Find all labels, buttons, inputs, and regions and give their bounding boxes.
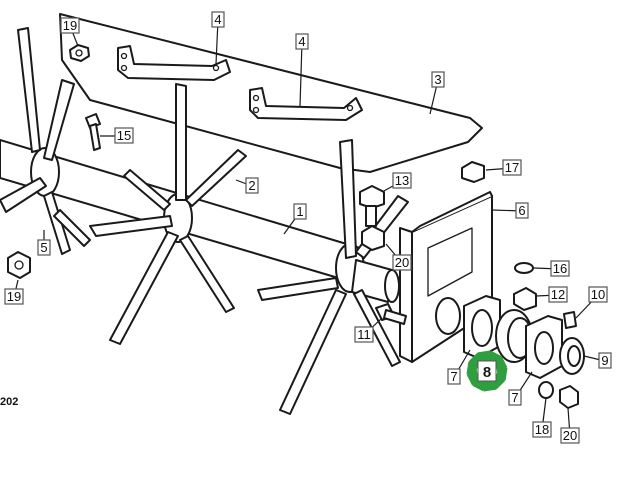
callout-label: 19 xyxy=(7,289,21,304)
callout-box xyxy=(392,254,412,271)
callout-15[interactable]: 15 xyxy=(114,127,134,144)
washer-18 xyxy=(538,381,554,399)
callout-box xyxy=(354,326,374,343)
callout-box xyxy=(114,127,134,144)
callout-label: 13 xyxy=(395,173,409,188)
callout-7[interactable]: 7 xyxy=(447,368,461,385)
callout-19[interactable]: 19 xyxy=(60,17,80,34)
callout-9[interactable]: 9 xyxy=(598,352,612,369)
callout-label: 20 xyxy=(563,428,577,443)
nut-19-left xyxy=(7,251,31,279)
callout-label: 11 xyxy=(357,327,371,342)
grease-nipple-10 xyxy=(563,311,577,329)
callout-box xyxy=(548,286,568,303)
callout-18[interactable]: 18 xyxy=(532,421,552,438)
drawing-code: 202 xyxy=(0,396,18,408)
callout-label: 9 xyxy=(601,353,608,368)
callout-box xyxy=(60,17,80,34)
callout-box xyxy=(211,11,225,28)
washer-16 xyxy=(514,262,534,274)
nut-17 xyxy=(461,161,485,183)
callout-3[interactable]: 3 xyxy=(431,71,445,88)
callout-label: 2 xyxy=(248,178,255,193)
callout-19[interactable]: 19 xyxy=(4,288,24,305)
callout-10[interactable]: 10 xyxy=(588,286,608,303)
callout-box xyxy=(4,288,24,305)
nut-20-upper xyxy=(361,225,385,251)
callout-5[interactable]: 5 xyxy=(37,239,51,256)
callout-box xyxy=(295,33,309,50)
callout-box xyxy=(431,71,445,88)
cover-bracket-left xyxy=(117,45,231,81)
nut-19-top xyxy=(69,44,90,62)
rotor-cover xyxy=(59,13,483,173)
callout-label: 17 xyxy=(505,160,519,175)
callout-box xyxy=(588,286,608,303)
bolt-12 xyxy=(513,287,537,311)
callout-16[interactable]: 16 xyxy=(550,260,570,277)
callout-label: 3 xyxy=(434,72,441,87)
callout-13[interactable]: 13 xyxy=(392,172,412,189)
callout-label: 15 xyxy=(117,128,131,143)
highlighted-part-callout[interactable]: 8 xyxy=(466,350,508,392)
callout-box xyxy=(532,421,552,438)
rotor-tines xyxy=(0,27,409,415)
callout-8-label: 8 xyxy=(483,364,491,381)
callout-7[interactable]: 7 xyxy=(508,389,522,406)
collar-9 xyxy=(559,337,585,375)
callout-box xyxy=(560,427,580,444)
callout-label: 10 xyxy=(591,287,605,302)
callout-2[interactable]: 2 xyxy=(245,177,259,194)
callout-4[interactable]: 4 xyxy=(295,33,309,50)
callout-box xyxy=(515,202,529,219)
callout-box xyxy=(502,159,522,176)
callout-label: 4 xyxy=(298,34,305,49)
nut-20-lower xyxy=(559,385,579,409)
callout-12[interactable]: 12 xyxy=(548,286,568,303)
callout-label: 5 xyxy=(40,240,47,255)
callout-11[interactable]: 11 xyxy=(354,326,374,343)
callout-label: 20 xyxy=(395,255,409,270)
bearing-flange-inner xyxy=(463,295,501,359)
callout-box xyxy=(508,389,522,406)
callout-label: 6 xyxy=(518,203,525,218)
callout-box xyxy=(392,172,412,189)
callout-box xyxy=(598,352,612,369)
callout-label: 7 xyxy=(511,390,518,405)
gear-highlight-icon xyxy=(466,350,508,392)
callout-20[interactable]: 20 xyxy=(392,254,412,271)
callout-20[interactable]: 20 xyxy=(560,427,580,444)
bolt-13 xyxy=(359,185,385,227)
callout-box xyxy=(245,177,259,194)
callout-6[interactable]: 6 xyxy=(515,202,529,219)
bearing-flange-outer xyxy=(525,315,563,379)
callout-label: 12 xyxy=(551,287,565,302)
callout-label: 4 xyxy=(214,12,221,27)
callout-label: 1 xyxy=(296,204,303,219)
callout-1[interactable]: 1 xyxy=(293,203,307,220)
callout-4[interactable]: 4 xyxy=(211,11,225,28)
cover-bracket-right xyxy=(249,87,363,121)
callout-label: 7 xyxy=(450,369,457,384)
callout-box xyxy=(37,239,51,256)
callout-box xyxy=(550,260,570,277)
bolt-11 xyxy=(375,303,407,325)
callout-17[interactable]: 17 xyxy=(502,159,522,176)
leader-line xyxy=(299,41,303,107)
callout-label: 18 xyxy=(535,422,549,437)
callout-box xyxy=(447,368,461,385)
callout-box xyxy=(293,203,307,220)
callout-label: 16 xyxy=(553,261,567,276)
callout-label: 19 xyxy=(63,18,77,33)
bolt-15 xyxy=(85,113,101,151)
